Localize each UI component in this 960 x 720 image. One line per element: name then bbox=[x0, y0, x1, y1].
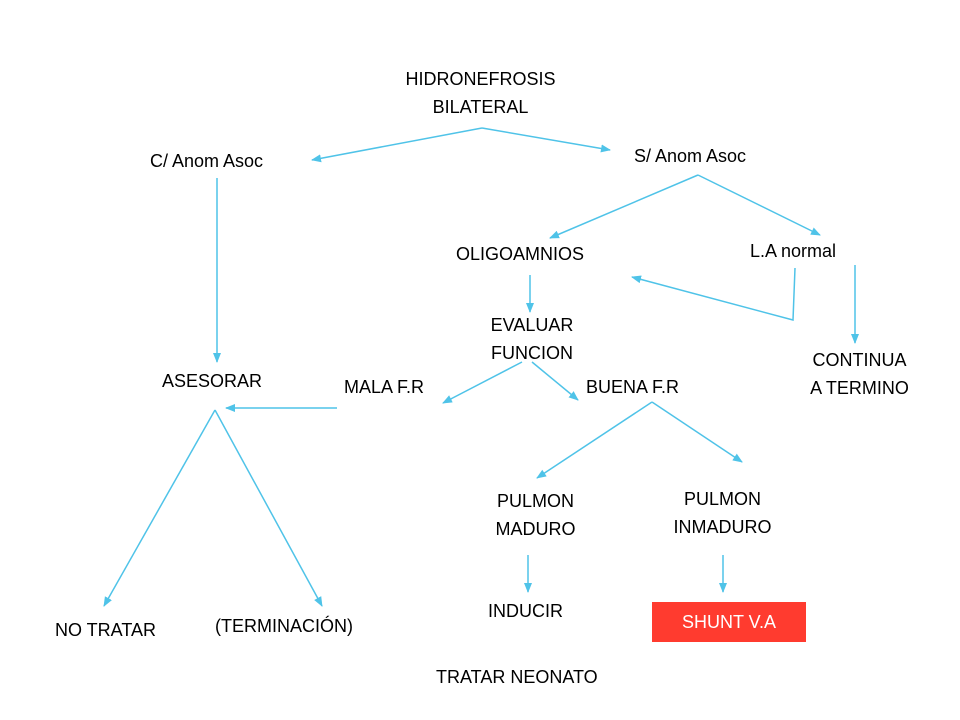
node-shunt-va: SHUNT V.A bbox=[652, 602, 806, 642]
node-inducir: INDUCIR bbox=[488, 601, 563, 621]
arrow-sin-anom-to-oligo bbox=[549, 174, 699, 239]
arrow-evaluar-to-mala bbox=[442, 361, 523, 404]
arrow-la-normal-loop-to-oligo bbox=[631, 267, 796, 321]
node-con-anom-asoc: C/ Anom Asoc bbox=[150, 151, 264, 171]
arrow-asesorar-to-terminacion bbox=[214, 409, 323, 607]
node-la-normal: L.A normal bbox=[750, 241, 837, 261]
node-asesorar: ASESORAR bbox=[162, 371, 263, 391]
node-sin-anom-asoc: S/ Anom Asoc bbox=[634, 146, 747, 166]
arrow-root-to-sin-anom bbox=[481, 127, 611, 153]
arrow-root-to-con-anom bbox=[311, 127, 483, 163]
node-no-tratar: NO TRATAR bbox=[55, 620, 157, 640]
node-mala-fr: MALA F.R bbox=[344, 377, 425, 397]
arrow-evaluar-to-buena bbox=[531, 361, 579, 401]
arrow-asesorar-to-no-tratar bbox=[103, 409, 216, 607]
node-terminacion: (TERMINACIÓN) bbox=[215, 616, 353, 636]
node-buena-fr: BUENA F.R bbox=[586, 377, 680, 397]
arrow-sin-anom-to-la-normal bbox=[697, 174, 821, 236]
arrow-buena-to-pulmon-maduro bbox=[536, 401, 653, 479]
arrow-buena-to-pulmon-inmaduro bbox=[651, 401, 743, 463]
node-tratar-neonato: TRATAR NEONATO bbox=[436, 667, 598, 687]
node-oligoamnios: OLIGOAMNIOS bbox=[456, 244, 585, 264]
